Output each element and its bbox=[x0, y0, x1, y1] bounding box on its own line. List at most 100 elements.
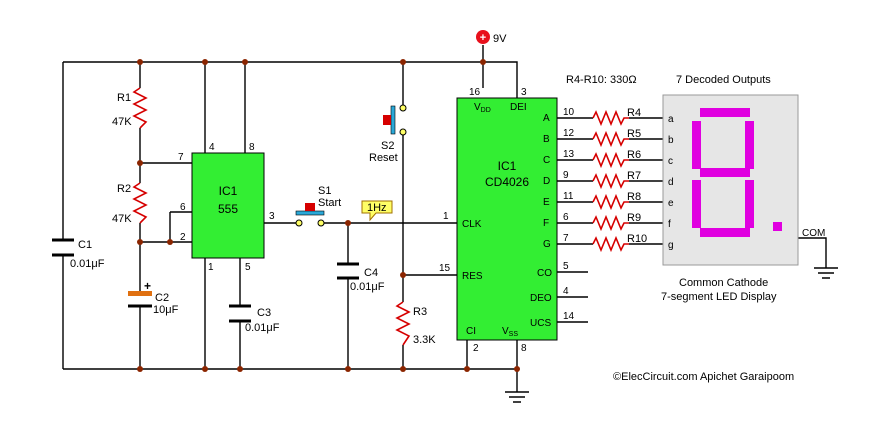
r4-name: R4 bbox=[627, 107, 641, 119]
segment-dp bbox=[773, 222, 782, 231]
ground-icon bbox=[505, 267, 838, 403]
r6-name: R6 bbox=[627, 149, 641, 161]
ic555-pin-3: 3 bbox=[269, 211, 275, 222]
r8-name: R8 bbox=[627, 191, 641, 203]
ic4026-deo: DEO bbox=[530, 293, 552, 304]
s1-name: S1 bbox=[318, 185, 331, 197]
ic4026-pin-2: 2 bbox=[473, 343, 479, 354]
ic4026-out-b: B bbox=[543, 134, 550, 145]
c4-value: 0.01μF bbox=[350, 281, 385, 293]
ic4026-out-f: F bbox=[543, 218, 549, 229]
segment-d bbox=[700, 228, 750, 237]
r10-name: R10 bbox=[627, 233, 647, 245]
display-caption-1: Common Cathode bbox=[679, 277, 768, 289]
ic4026-out-a: A bbox=[543, 113, 550, 124]
segment-resistors: R4 R5 R6 R7 R8 R9 R10 R4-R10: 330Ω bbox=[566, 74, 647, 253]
ic4026-dei: DEI bbox=[510, 102, 527, 113]
seg-label-d: d bbox=[668, 177, 674, 188]
resistor-r2: R2 47K bbox=[112, 182, 148, 225]
r2-name: R2 bbox=[117, 183, 131, 195]
ic4026-out-c: C bbox=[543, 155, 550, 166]
ic555-pin-2: 2 bbox=[180, 232, 186, 243]
ic4026-out-g: G bbox=[543, 239, 551, 250]
c3-name: C3 bbox=[257, 307, 271, 319]
c4-name: C4 bbox=[364, 267, 378, 279]
ic555-name: IC1 bbox=[219, 184, 238, 198]
ic4026-out-d: D bbox=[543, 176, 550, 187]
c1-name: C1 bbox=[78, 239, 92, 251]
capacitor-c1: C1 0.01μF bbox=[52, 238, 105, 270]
supply-label: 9V bbox=[493, 33, 507, 45]
pin-10: 10 bbox=[563, 107, 575, 118]
ic4026-pin-16: 16 bbox=[469, 87, 481, 98]
ic555-part: 555 bbox=[218, 202, 238, 216]
ic4026-res: RES bbox=[462, 271, 483, 282]
clock-tag-label: 1Hz bbox=[367, 202, 387, 214]
seg-label-c: c bbox=[668, 156, 673, 167]
ic555-pin-4: 4 bbox=[209, 142, 215, 153]
c2-plus-sign: + bbox=[144, 279, 151, 293]
svg-text:+: + bbox=[480, 32, 486, 44]
ic4026-ci: CI bbox=[466, 326, 476, 337]
pin-9: 9 bbox=[563, 170, 569, 181]
r1-name: R1 bbox=[117, 92, 131, 104]
pin-12: 12 bbox=[563, 128, 575, 139]
ic4026-co: CO bbox=[537, 268, 552, 279]
display-caption-2: 7-segment LED Display bbox=[661, 291, 777, 303]
switch-s1[interactable]: S1 Start bbox=[295, 185, 341, 227]
r7-name: R7 bbox=[627, 170, 641, 182]
ic555-pin-8: 8 bbox=[249, 142, 255, 153]
seg-label-a: a bbox=[668, 114, 674, 125]
r3-value: 3.3K bbox=[413, 334, 436, 346]
svg-text:VDD: VDD bbox=[474, 102, 491, 114]
ic4026-vss: V bbox=[502, 326, 509, 337]
segment-a bbox=[700, 108, 750, 117]
pin-5: 5 bbox=[563, 261, 569, 272]
c1-value: 0.01μF bbox=[70, 258, 105, 270]
pin-13: 13 bbox=[563, 149, 575, 160]
resistor-note: R4-R10: 330Ω bbox=[566, 74, 637, 86]
ic-555: IC1 555 4 8 7 6 2 3 1 5 bbox=[178, 142, 275, 273]
segment-c bbox=[745, 180, 754, 228]
ic555-pin-7: 7 bbox=[178, 152, 184, 163]
ic4026-vdd: V bbox=[474, 102, 481, 113]
ic4026-name: IC1 bbox=[498, 159, 517, 173]
pin-14: 14 bbox=[563, 311, 575, 322]
seven-segment-display: 7 Decoded Outputs a b c d e f g COM Comm… bbox=[661, 74, 825, 303]
segment-e bbox=[692, 180, 701, 228]
c3-value: 0.01μF bbox=[245, 322, 280, 334]
ic4026-vdd-sub: DD bbox=[481, 107, 491, 114]
ic4026-pin-15: 15 bbox=[439, 263, 451, 274]
seg-label-b: b bbox=[668, 135, 674, 146]
ic4026-out-e: E bbox=[543, 197, 550, 208]
c2-value: 10μF bbox=[153, 304, 179, 316]
s2-name: S2 bbox=[381, 140, 394, 152]
capacitor-c2: + C2 10μF bbox=[128, 279, 179, 316]
ic4026-pin-3: 3 bbox=[521, 87, 527, 98]
ic555-pin-1: 1 bbox=[208, 262, 214, 273]
resistor-r3: R3 3.3K bbox=[395, 301, 436, 346]
seg-label-g: g bbox=[668, 240, 674, 251]
r1-value: 47K bbox=[112, 116, 132, 128]
segment-b bbox=[745, 121, 754, 169]
segment-f bbox=[692, 121, 701, 169]
segment-g bbox=[700, 168, 750, 177]
ic4026-clk: CLK bbox=[462, 219, 482, 230]
r3-name: R3 bbox=[413, 306, 427, 318]
ic555-pin-5: 5 bbox=[245, 262, 251, 273]
ic4026-pin-8: 8 bbox=[521, 343, 527, 354]
pin-4: 4 bbox=[563, 286, 569, 297]
clock-tag: 1Hz bbox=[361, 200, 393, 222]
r5-name: R5 bbox=[627, 128, 641, 140]
supply-terminal-icon bbox=[476, 30, 490, 44]
r9-name: R9 bbox=[627, 212, 641, 224]
pin-6: 6 bbox=[563, 212, 569, 223]
junctions bbox=[137, 59, 520, 372]
switch-s2[interactable]: S2 Reset bbox=[369, 104, 407, 164]
s2-label: Reset bbox=[369, 152, 398, 164]
seg-label-e: e bbox=[668, 198, 674, 209]
display-title: 7 Decoded Outputs bbox=[676, 74, 771, 86]
resistor-r1: R1 47K bbox=[112, 87, 148, 129]
ic4026-ucs: UCS bbox=[530, 318, 551, 329]
